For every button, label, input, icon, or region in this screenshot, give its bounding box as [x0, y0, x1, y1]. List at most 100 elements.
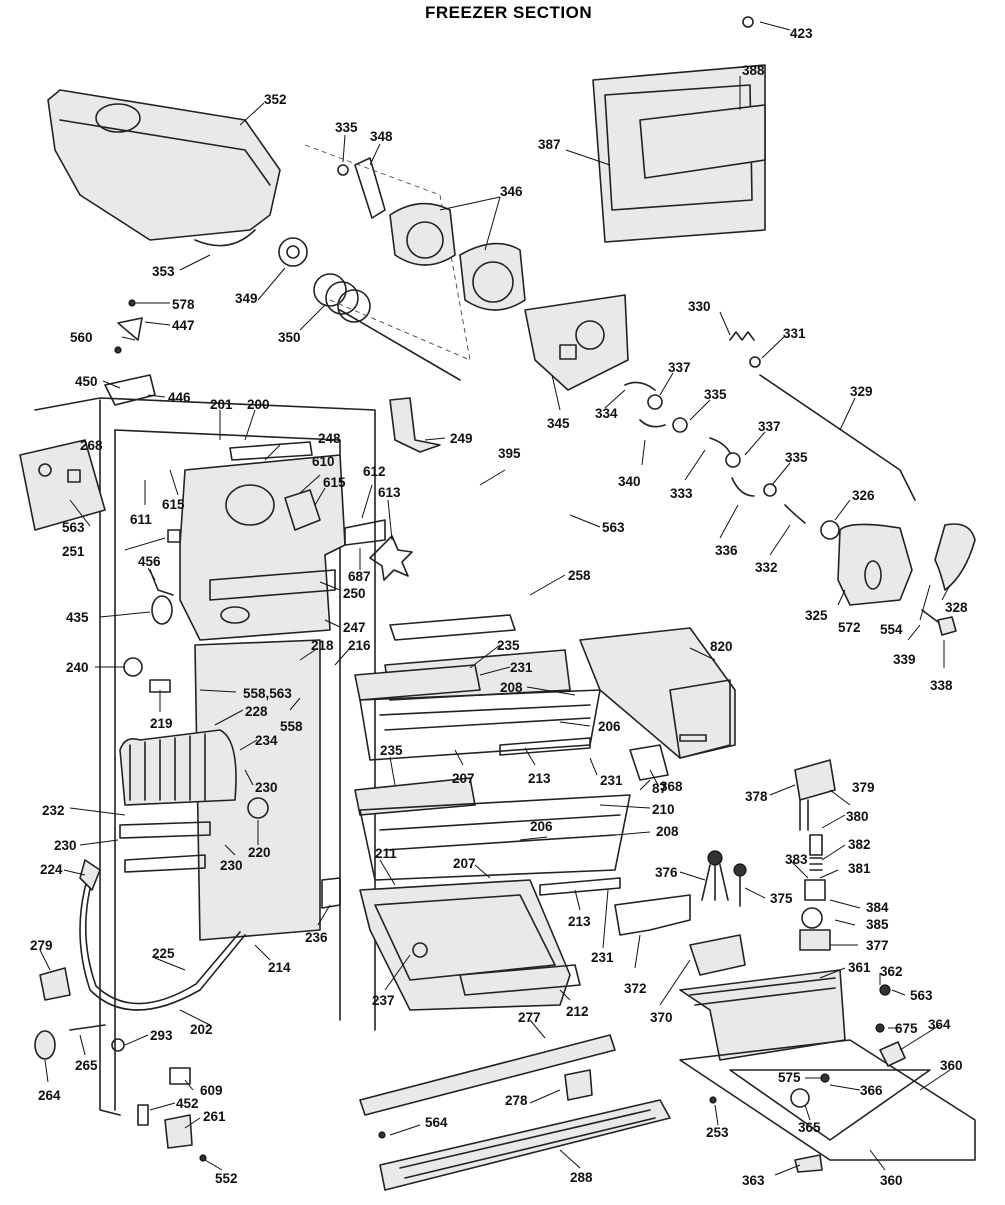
evaporator-232: [119, 639, 321, 941]
callout-224: 224: [40, 862, 63, 877]
callout-375: 375: [770, 891, 793, 906]
callout-278: 278: [505, 1093, 528, 1108]
callout-366: 366: [860, 1083, 883, 1098]
callout-353: 353: [152, 264, 175, 279]
callout-218: 218: [311, 638, 334, 653]
callout-361: 361: [848, 960, 871, 975]
callout-331: 331: [783, 326, 806, 341]
callout-208: 208: [656, 824, 679, 839]
callout-337: 337: [758, 419, 781, 434]
dispenser-motor-325: [820, 520, 976, 636]
callout-325: 325: [805, 608, 828, 623]
callout-333: 333: [670, 486, 693, 501]
callout-376: 376: [655, 865, 678, 880]
ice-bucket-352: [47, 89, 281, 247]
callout-332: 332: [755, 560, 778, 575]
callout-348: 348: [370, 129, 393, 144]
callout-231: 231: [600, 773, 623, 788]
callout-232: 232: [42, 803, 65, 818]
callout-251: 251: [62, 544, 85, 559]
callout-328: 328: [945, 600, 968, 615]
callout-552: 552: [215, 1171, 238, 1186]
callout-613: 613: [378, 485, 401, 500]
callout-212: 212: [566, 1004, 589, 1019]
callout-211: 211: [375, 846, 397, 861]
callout-435: 435: [66, 610, 89, 625]
shelves: [354, 614, 631, 896]
callout-219: 219: [150, 716, 173, 731]
callout-234: 234: [255, 733, 278, 748]
callout-210: 210: [652, 802, 675, 817]
callout-236: 236: [305, 930, 328, 945]
callout-379: 379: [852, 780, 875, 795]
callout-345: 345: [547, 416, 570, 431]
callout-230: 230: [54, 838, 77, 853]
callout-609: 609: [200, 1083, 223, 1098]
callout-334: 334: [595, 406, 618, 421]
callout-352: 352: [264, 92, 287, 107]
callout-213: 213: [528, 771, 551, 786]
callout-201: 201: [210, 397, 233, 412]
callout-615: 615: [323, 475, 346, 490]
callout-265: 265: [75, 1058, 98, 1073]
fan-and-motor: [284, 397, 441, 581]
callout-563: 563: [602, 520, 625, 535]
callout-264: 264: [38, 1088, 61, 1103]
callout-610: 610: [312, 454, 335, 469]
callout-388: 388: [742, 63, 765, 78]
callout-248: 248: [318, 431, 341, 446]
callout-213: 213: [568, 914, 591, 929]
callout-335: 335: [785, 450, 808, 465]
auger-parts: [278, 144, 526, 381]
callout-340: 340: [618, 474, 641, 489]
callout-293: 293: [150, 1028, 173, 1043]
callout-200: 200: [247, 397, 270, 412]
callout-372: 372: [624, 981, 647, 996]
callout-220: 220: [248, 845, 271, 860]
callout-250: 250: [343, 586, 366, 601]
callout-452: 452: [176, 1096, 199, 1111]
callout-575: 575: [778, 1070, 801, 1085]
callout-231: 231: [510, 660, 533, 675]
callout-231: 231: [591, 950, 614, 965]
control-parts-right: [701, 759, 906, 1108]
callout-335: 335: [335, 120, 358, 135]
dispenser-door-387-388: [592, 16, 766, 243]
callout-368: 368: [660, 779, 683, 794]
control-housing-361: [614, 894, 976, 1173]
callout-364: 364: [928, 1017, 951, 1032]
callout-820: 820: [710, 639, 733, 654]
callout-377: 377: [866, 938, 889, 953]
callout-687: 687: [348, 569, 371, 584]
callout-230: 230: [220, 858, 243, 873]
callout-446: 446: [168, 390, 191, 405]
callout-554: 554: [880, 622, 903, 637]
callout-564: 564: [425, 1115, 448, 1130]
callout-247: 247: [343, 620, 366, 635]
tubing-225: [79, 859, 246, 1011]
callout-235: 235: [380, 743, 403, 758]
callout-240: 240: [66, 660, 89, 675]
callout-456: 456: [138, 554, 161, 569]
callout-230: 230: [255, 780, 278, 795]
callout-563: 563: [62, 520, 85, 535]
callout-382: 382: [848, 837, 871, 852]
callout-330: 330: [688, 299, 711, 314]
callout-225: 225: [152, 946, 175, 961]
callout-360: 360: [940, 1058, 963, 1073]
callout-206: 206: [530, 819, 553, 834]
callout-288: 288: [570, 1170, 593, 1185]
callout-326: 326: [852, 488, 875, 503]
callout-447: 447: [172, 318, 195, 333]
callout-258: 258: [568, 568, 591, 583]
callout-253: 253: [706, 1125, 729, 1140]
callout-612: 612: [363, 464, 386, 479]
callout-383: 383: [785, 852, 808, 867]
callout-335: 335: [704, 387, 727, 402]
misc-hardware-bottom-left: [34, 877, 717, 1162]
callout-423: 423: [790, 26, 813, 41]
callout-237: 237: [372, 993, 395, 1008]
callout-384: 384: [866, 900, 889, 915]
callout-558: 558: [280, 719, 303, 734]
